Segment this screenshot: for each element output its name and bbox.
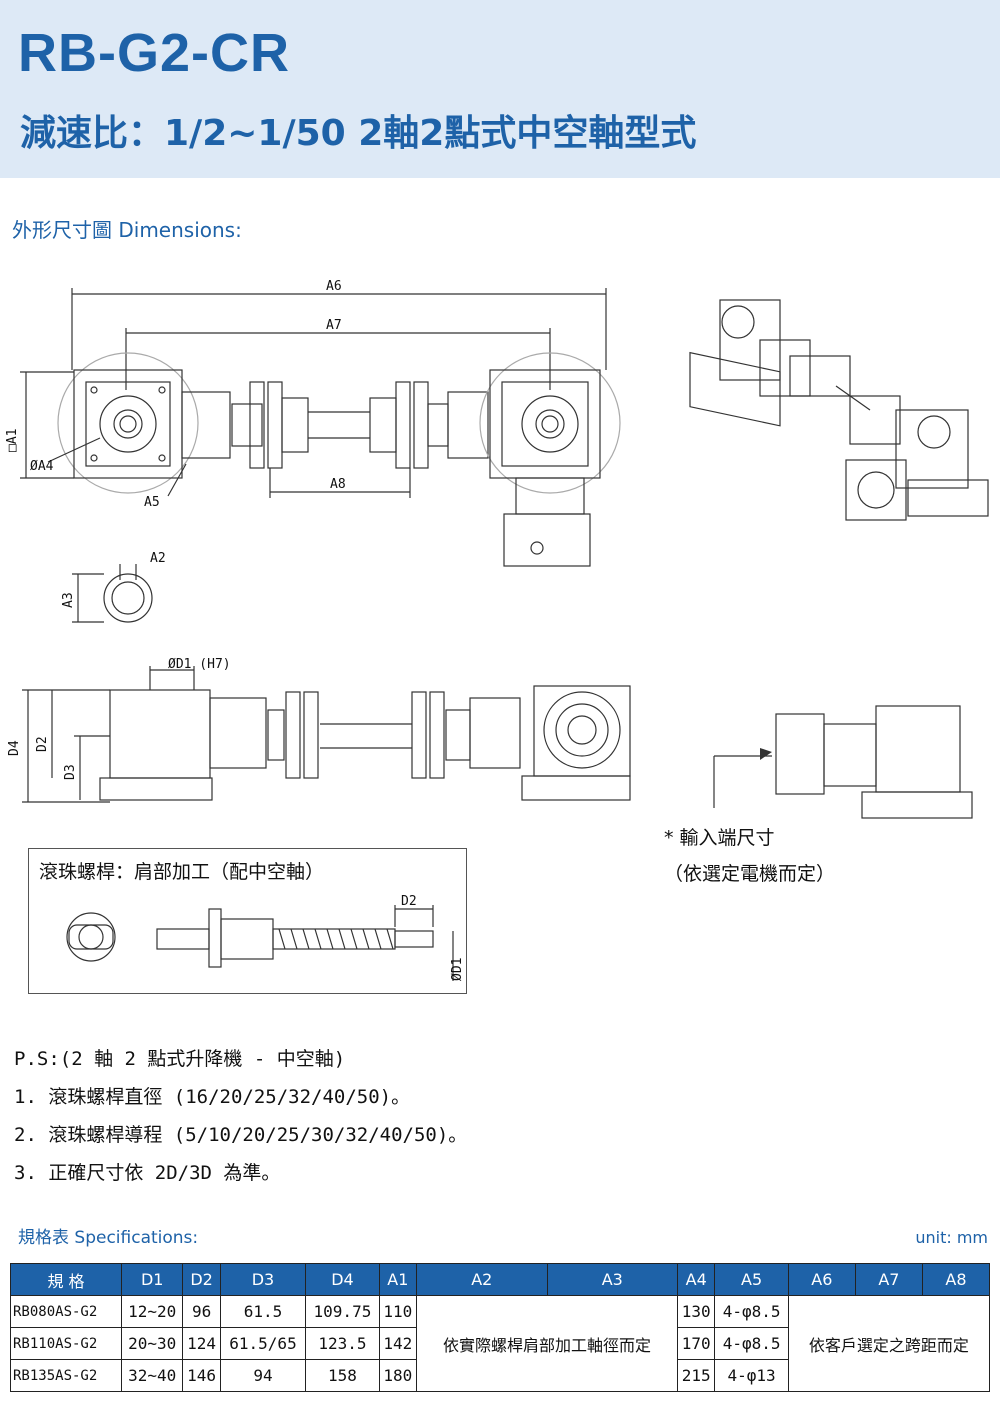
label-a4: ØA4 xyxy=(30,459,54,474)
label-a1: □A1 xyxy=(5,429,20,452)
cell-d3: 61.5 xyxy=(219,1295,307,1328)
cell-a5: 4-φ8.5 xyxy=(714,1295,789,1328)
th-d1: D1 xyxy=(120,1263,184,1296)
dimension-drawing: A6 A7 A8 □A1 ØA4 A5 A2 A3 ØD1 (H7) D4 D2… xyxy=(5,279,989,819)
input-end-note-line1: * 輸入端尺寸 xyxy=(664,827,775,849)
table-row: RB135AS-G2 32~40 146 94 158 180 215 4-φ1… xyxy=(10,1359,990,1392)
th-a4: A4 xyxy=(677,1263,716,1296)
cell-a1: 110 xyxy=(378,1295,418,1328)
ps-line-1: 1. 滾珠螺桿直徑 (16/20/25/32/40/50)。 xyxy=(14,1086,411,1108)
label-a7: A7 xyxy=(326,318,342,333)
label-d2: D2 xyxy=(35,736,50,752)
cell-a1: 180 xyxy=(378,1359,418,1392)
th-a6: A6 xyxy=(787,1263,856,1296)
ps-line-2: 2. 滾珠螺桿導程 (5/10/20/25/30/32/40/50)。 xyxy=(14,1124,468,1146)
cell-d4: 123.5 xyxy=(305,1327,380,1360)
cell-d2: 96 xyxy=(182,1295,221,1328)
cell-a5: 4-φ13 xyxy=(714,1359,789,1392)
cell-a1: 142 xyxy=(378,1327,418,1360)
table-row: RB080AS-G2 12~20 96 61.5 109.75 110 依實際螺… xyxy=(10,1295,991,1392)
th-d2: D2 xyxy=(182,1263,221,1296)
cell-d3: 94 xyxy=(219,1359,307,1392)
cell-a5: 4-φ8.5 xyxy=(714,1327,789,1360)
dimensions-heading: 外形尺寸圖 Dimensions: xyxy=(12,218,242,242)
label-a3: A3 xyxy=(61,592,76,608)
page-subtitle: 減速比：1/2~1/50 2軸2點式中空軸型式 xyxy=(20,113,697,154)
cell-a4: 170 xyxy=(677,1327,716,1360)
label-d1h7: ØD1 (H7) xyxy=(168,657,231,672)
th-a3: A3 xyxy=(546,1263,679,1296)
cell-d4: 158 xyxy=(305,1359,380,1392)
label-a6: A6 xyxy=(326,279,342,294)
ballscrew-panel: 滾珠螺桿：肩部加工（配中空軸） D2 ØD1 xyxy=(28,848,467,994)
cell-a6a8-note: 依客戶選定之跨距而定 xyxy=(787,1295,991,1392)
label-d1-screw: ØD1 xyxy=(450,958,465,981)
th-a1: A1 xyxy=(378,1263,418,1296)
cell-model: RB110AS-G2 xyxy=(10,1327,122,1360)
cell-a2a3-note: 依實際螺桿肩部加工軸徑而定 xyxy=(415,1295,679,1392)
ps-line-3: 3. 正確尺寸依 2D/3D 為準。 xyxy=(14,1162,281,1184)
cell-d3: 61.5/65 xyxy=(219,1327,307,1360)
cell-d2: 146 xyxy=(182,1359,221,1392)
cell-d4: 109.75 xyxy=(305,1295,380,1328)
th-a8: A8 xyxy=(921,1263,991,1296)
label-d3: D3 xyxy=(63,764,78,780)
cell-d2: 124 xyxy=(182,1327,221,1360)
th-model: 規 格 xyxy=(10,1263,122,1296)
ballscrew-title: 滾珠螺桿：肩部加工（配中空軸） xyxy=(39,861,325,883)
spec-table: 規 格 D1 D2 D3 D4 A1 A2 A3 A4 A5 A6 A7 A8 … xyxy=(10,1263,991,1392)
cell-d1: 32~40 xyxy=(120,1359,184,1392)
cell-a4: 215 xyxy=(677,1359,716,1392)
ps-notes: P.S:(2 軸 2 點式升降機 - 中空軸) 1. 滾珠螺桿直徑 (16/20… xyxy=(14,1040,467,1192)
label-a5: A5 xyxy=(144,495,160,510)
input-end-note-line2: （依選定電機而定） xyxy=(664,863,836,885)
cell-model: RB080AS-G2 xyxy=(10,1295,122,1328)
cell-d1: 20~30 xyxy=(120,1327,184,1360)
cell-d1: 12~20 xyxy=(120,1295,184,1328)
spec-title: 規格表 Specifications: xyxy=(18,1228,199,1248)
th-a5: A5 xyxy=(714,1263,789,1296)
cell-model: RB135AS-G2 xyxy=(10,1359,122,1392)
page-title: RB-G2-CR xyxy=(18,23,290,83)
label-a2: A2 xyxy=(150,551,166,566)
header-band: RB-G2-CR 減速比：1/2~1/50 2軸2點式中空軸型式 xyxy=(0,0,1000,178)
label-d2-screw: D2 xyxy=(401,894,417,909)
th-a2: A2 xyxy=(416,1263,548,1296)
label-d4: D4 xyxy=(7,740,22,756)
th-d3: D3 xyxy=(219,1263,307,1296)
ps-line-0: P.S:(2 軸 2 點式升降機 - 中空軸) xyxy=(14,1048,346,1070)
unit-label: unit: mm xyxy=(915,1228,988,1247)
cell-a4: 130 xyxy=(677,1295,716,1328)
spec-header-row: 規 格 D1 D2 D3 D4 A1 A2 A3 A4 A5 A6 A7 A8 xyxy=(10,1263,991,1296)
label-a8: A8 xyxy=(330,477,346,492)
ballscrew-drawing: D2 ØD1 xyxy=(66,894,465,981)
input-end-note: * 輸入端尺寸 （依選定電機而定） xyxy=(664,820,835,892)
th-a7: A7 xyxy=(854,1263,923,1296)
th-d4: D4 xyxy=(305,1263,380,1296)
